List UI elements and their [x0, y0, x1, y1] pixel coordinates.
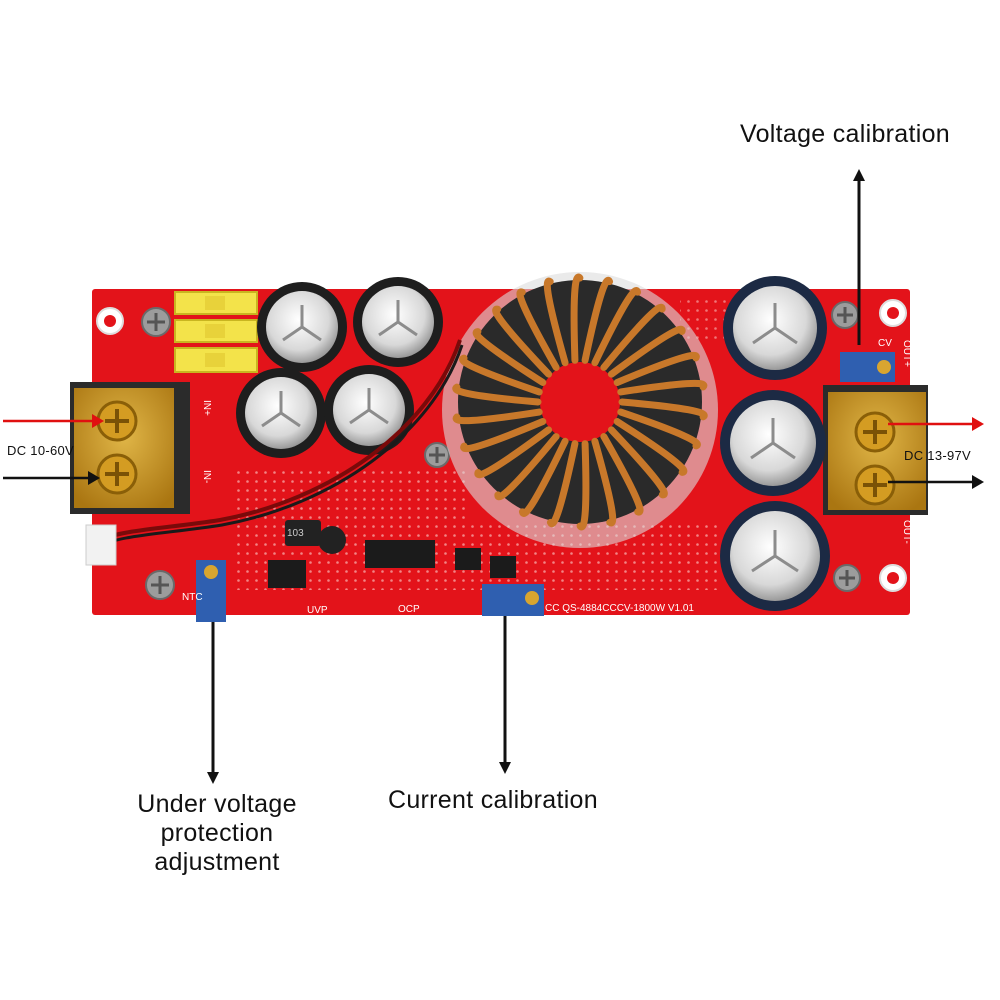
silkscreen-out-minus: OUT- [901, 520, 912, 544]
coil-turn [591, 287, 642, 367]
coil-turn [518, 437, 569, 517]
silkscreen-uvp: UVP [307, 605, 328, 616]
silkscreen-model: CC QS-4884CCCV-1800W V1.01 [545, 603, 694, 614]
coil-turn [591, 437, 617, 527]
potentiometers [196, 352, 895, 622]
coil-turn [474, 426, 553, 479]
input-capacitors [236, 277, 443, 458]
coil-turn [494, 433, 560, 501]
silkscreen-cv: CV [878, 338, 892, 349]
silkscreen-in-plus: IN+ [201, 400, 212, 416]
silkscreen-out-plus: OUT+ [901, 340, 912, 367]
coil-turn [617, 379, 708, 396]
under-voltage-line-1: Under voltage [137, 790, 297, 818]
coil-turn [452, 383, 542, 406]
coil-turn [613, 418, 688, 476]
coil-turn [618, 398, 708, 421]
coil-turn [576, 440, 590, 531]
coil-turn [570, 273, 584, 364]
output-range-label: DC 13-97V [904, 448, 972, 463]
coil-turn [516, 288, 560, 371]
coil-turn [546, 440, 579, 528]
ic-chips [268, 520, 516, 588]
mounting-holes [96, 299, 907, 592]
screws [141, 301, 861, 600]
fuses [174, 291, 258, 373]
under-voltage-line-2: protection [160, 819, 274, 847]
coil-turn [472, 328, 547, 386]
callout-arrows [3, 169, 984, 784]
jumper-wire [99, 339, 462, 542]
coil-turn [607, 426, 668, 499]
coil-turn [543, 277, 569, 367]
input-range-label: DC 10-60V [7, 443, 75, 458]
current-calibration-label: Current calibration [388, 786, 598, 814]
ntc-connector [85, 524, 117, 566]
coil-turn [617, 408, 701, 450]
output-terminal-block [823, 385, 928, 515]
voltage-calibration-label: Voltage calibration [740, 120, 951, 148]
output-capacitors [720, 276, 830, 611]
toroidal-inductor [442, 272, 718, 548]
coil-turn [613, 351, 700, 386]
under-voltage-line-3: adjustment [154, 848, 280, 876]
coil-turn [607, 325, 686, 378]
silkscreen-ntc: NTC [182, 592, 203, 603]
silkscreen-pot-code: 103 [287, 528, 304, 539]
input-terminal-block [70, 382, 190, 514]
coil-turn [452, 408, 543, 425]
coil-turn [492, 305, 553, 378]
under-voltage-label: Under voltage protection adjustment [112, 790, 322, 877]
coil-turn [460, 418, 547, 453]
coil-turn [581, 276, 614, 364]
coil-turn [459, 354, 543, 396]
coil-turn [600, 433, 644, 516]
silkscreen-ocp: OCP [398, 604, 420, 615]
coil-turn [600, 303, 666, 371]
silkscreen-in-minus: IN- [201, 470, 212, 483]
